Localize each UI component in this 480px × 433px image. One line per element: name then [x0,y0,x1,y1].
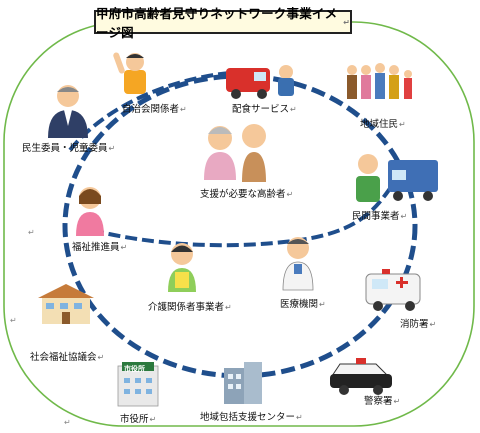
stray-para-mark: ↵ [28,228,35,237]
para-mark: ↵ [343,17,350,27]
label-center-elderly: 支援が必要な高齢者↵ [200,189,294,200]
waving-man-icon [113,52,146,94]
label-iryo: 医療機関↵ [280,299,326,310]
label-shobo: 消防署↵ [400,319,437,330]
stray-para-mark: ↵ [64,418,71,427]
label-shiyakusho: 市役所↵ [120,414,157,425]
caregiver-icon [168,243,196,292]
label-kaigo: 介護関係者事業者↵ [148,302,232,313]
inner-connection-line [91,173,402,248]
label-chiiki: 地域住民↵ [360,119,406,130]
city-hall-sign: 市役所 [124,365,145,373]
label-shakyo: 社会福祉協議会↵ [30,352,105,363]
label-jichikai: 自治会関係者↵ [122,104,187,115]
office-building-icon [224,362,262,404]
stray-para-mark: ↵ [10,316,17,325]
label-center: 地域包括支援センター↵ [200,412,303,423]
diagram-title: 甲府市高齢者見守りネットワーク事業イメージ図 ↵ [94,6,352,40]
residents-group-icon [347,63,412,99]
ambulance-icon [365,269,421,311]
title-text: 甲府市高齢者見守りネットワーク事業イメージ図 [96,6,338,40]
police-car-icon [330,358,392,395]
welfare-council-building-icon [38,284,94,324]
label-haishoku: 配食サービス↵ [232,104,297,115]
label-minsei: 民生委員・児童委員↵ [22,143,116,154]
delivery-van-icon [226,65,294,99]
label-keisatsu: 警察署↵ [364,396,401,407]
truck-driver-icon [356,154,438,202]
welfare-woman-icon [76,187,104,236]
doctor-icon [282,237,314,291]
label-fukushi: 福祉推進員↵ [72,242,128,253]
city-hall-icon [117,362,159,407]
suited-man-icon [48,85,88,138]
label-minkan: 民間事業者↵ [352,211,408,222]
elderly-couple-icon [204,124,266,182]
